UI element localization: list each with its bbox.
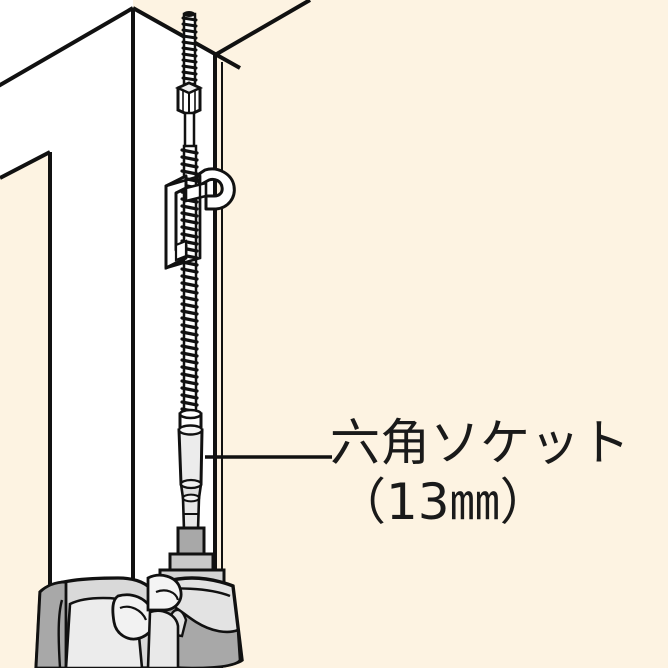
hex-coupling-nut: [174, 81, 204, 117]
chuck-sleeve: [176, 526, 206, 556]
rod-top-cap: [183, 11, 195, 17]
chuck-collar-1: [168, 552, 215, 572]
hand: [34, 573, 183, 668]
hex-nut-top-face: [174, 81, 204, 95]
socket-barrel: [177, 428, 204, 486]
adapter-ring: [182, 493, 200, 503]
ceiling-edge-left: [0, 6, 135, 88]
ceiling-left-plane: [0, 0, 133, 160]
hand-thumb: [111, 593, 156, 641]
rod-smooth-section: [183, 111, 196, 150]
socket-step-ring: [179, 478, 203, 490]
hand-finger-lower: [146, 609, 180, 668]
socket-barrel-top-ring: [177, 424, 204, 436]
threaded-rod-group: [181, 11, 198, 86]
pillar-left-face: [0, 0, 133, 668]
rod-smooth-shaft: [183, 111, 196, 150]
hand-thumb-crease: [119, 605, 148, 621]
beam-clamp-bracket: [164, 167, 236, 270]
hand-shading-left: [34, 580, 68, 668]
architecture-lines: [0, 0, 312, 668]
ceiling-edge-far-right: [213, 0, 312, 57]
thread-coils-upper: [181, 16, 198, 82]
hand-finger-crease: [155, 589, 180, 601]
callout-label: 六角ソケット （13㎜）: [330, 414, 660, 532]
soffit-edge-diagonal: [0, 150, 51, 180]
hand-wrist-crease: [57, 599, 64, 668]
clamp-lower-tongue: [174, 239, 188, 262]
callout-label-line-2: （13㎜）: [336, 473, 550, 531]
hand-finger-upper: [146, 573, 183, 612]
hex-socket: [177, 408, 204, 532]
callout-label-line-1: 六角ソケット: [330, 414, 630, 472]
socket-mouth: [178, 408, 203, 420]
